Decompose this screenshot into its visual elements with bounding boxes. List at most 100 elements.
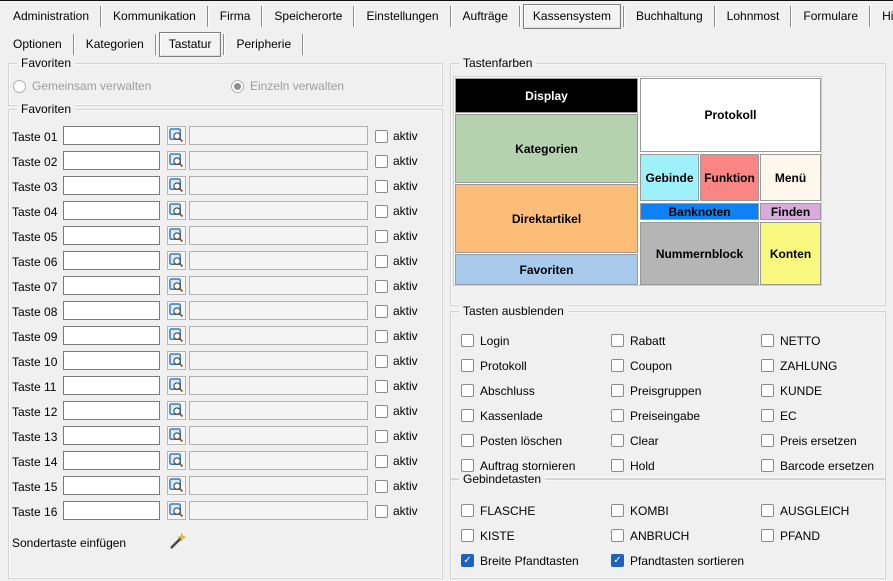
taste-09-aktiv-checkbox[interactable]	[375, 329, 388, 343]
taste-07-lookup-button[interactable]	[167, 276, 186, 295]
taste-12-input[interactable]	[63, 401, 160, 420]
tab-firma[interactable]: Firma	[219, 9, 251, 23]
taste-06-aktiv-checkbox[interactable]	[375, 254, 388, 268]
taste-07-input[interactable]	[63, 276, 160, 295]
taste-01-aktiv-checkbox[interactable]	[375, 129, 388, 143]
hide-coupon-checkbox[interactable]	[611, 359, 624, 372]
taste-05-lookup-button[interactable]	[167, 226, 186, 245]
hide-ec-checkbox[interactable]	[761, 409, 774, 422]
taste-10-aktiv-checkbox[interactable]	[375, 354, 388, 368]
taste-12-lookup-button[interactable]	[167, 401, 186, 420]
taste-15-aktiv-checkbox[interactable]	[375, 479, 388, 493]
taste-03-lookup-button[interactable]	[167, 176, 186, 195]
taste-02-input[interactable]	[63, 151, 160, 170]
taste-13-aktiv-checkbox[interactable]	[375, 429, 388, 443]
gebinde-ausgleich-checkbox[interactable]	[761, 504, 774, 517]
key-finden[interactable]: Finden	[760, 203, 821, 220]
taste-13-input[interactable]	[63, 426, 160, 445]
tab-peripherie[interactable]: Peripherie	[236, 37, 292, 51]
key-direktartikel[interactable]: Direktartikel	[455, 184, 638, 253]
tab-kassensystem[interactable]: Kassensystem	[522, 4, 621, 29]
taste-04-lookup-button[interactable]	[167, 201, 186, 220]
taste-15-lookup-button[interactable]	[167, 476, 186, 495]
key-menu[interactable]: Menü	[760, 154, 821, 201]
hide-preis-ersetzen-checkbox[interactable]	[761, 434, 774, 447]
hide-rabatt-checkbox[interactable]	[611, 334, 624, 347]
hide-clear-checkbox[interactable]	[611, 434, 624, 447]
gebinde-flasche-checkbox[interactable]	[461, 504, 474, 517]
taste-02-lookup-button[interactable]	[167, 151, 186, 170]
taste-16-input[interactable]	[63, 501, 160, 520]
tab-speicherorte[interactable]: Speicherorte	[274, 9, 343, 23]
taste-05-aktiv-checkbox[interactable]	[375, 229, 388, 243]
tab-tastatur[interactable]: Tastatur	[158, 32, 222, 57]
taste-14-input[interactable]	[63, 451, 160, 470]
taste-15-input[interactable]	[63, 476, 160, 495]
taste-01-lookup-button[interactable]	[167, 126, 186, 145]
taste-08-input[interactable]	[63, 301, 160, 320]
hide-kunde-checkbox[interactable]	[761, 384, 774, 397]
option-breite-pfandtasten-checkbox[interactable]: ✓	[461, 554, 474, 567]
taste-09-input[interactable]	[63, 326, 160, 345]
key-konten[interactable]: Konten	[760, 222, 821, 285]
hide-posten-löschen-checkbox[interactable]	[461, 434, 474, 447]
hide-kassenlade-checkbox[interactable]	[461, 409, 474, 422]
taste-06-input[interactable]	[63, 251, 160, 270]
taste-13-lookup-button[interactable]	[167, 426, 186, 445]
tab-lohnmost[interactable]: Lohnmost	[726, 9, 780, 23]
taste-08-aktiv-checkbox[interactable]	[375, 304, 388, 318]
taste-12-aktiv-checkbox[interactable]	[375, 404, 388, 418]
hide-zahlung-checkbox[interactable]	[761, 359, 774, 372]
hide-preiseingabe-checkbox[interactable]	[611, 409, 624, 422]
hide-login-checkbox[interactable]	[461, 334, 474, 347]
key-funktion[interactable]: Funktion	[700, 154, 759, 201]
tab-kategorien[interactable]: Kategorien	[85, 37, 144, 51]
taste-04-aktiv-checkbox[interactable]	[375, 204, 388, 218]
insert-special-key-button[interactable]	[167, 531, 188, 552]
tab-optionen[interactable]: Optionen	[13, 37, 62, 51]
hide-preisgruppen-checkbox[interactable]	[611, 384, 624, 397]
key-nummernblock[interactable]: Nummernblock	[640, 222, 759, 285]
key-display[interactable]: Display	[455, 78, 638, 113]
hide-netto-checkbox[interactable]	[761, 334, 774, 347]
taste-01-input[interactable]	[63, 126, 160, 145]
hide-hold-checkbox[interactable]	[611, 459, 624, 472]
tab-hilfstabellen[interactable]: Hilfstabellen	[882, 9, 893, 23]
tab-buchhaltung[interactable]: Buchhaltung	[635, 9, 703, 23]
taste-11-input[interactable]	[63, 376, 160, 395]
taste-02-aktiv-checkbox[interactable]	[375, 154, 388, 168]
tab-formulare[interactable]: Formulare	[803, 9, 859, 23]
hide-protokoll-checkbox[interactable]	[461, 359, 474, 372]
key-banknoten[interactable]: Banknoten	[640, 203, 759, 220]
taste-03-input[interactable]	[63, 176, 160, 195]
key-favoriten[interactable]: Favoriten	[455, 254, 638, 285]
tab-administration[interactable]: Administration	[13, 9, 90, 23]
key-protokoll[interactable]: Protokoll	[640, 78, 821, 152]
taste-09-lookup-button[interactable]	[167, 326, 186, 345]
option-pfandtasten-sortieren-checkbox[interactable]: ✓	[611, 554, 624, 567]
gebinde-pfand-checkbox[interactable]	[761, 529, 774, 542]
taste-07-aktiv-checkbox[interactable]	[375, 279, 388, 293]
hide-auftrag-stornieren-checkbox[interactable]	[461, 459, 474, 472]
taste-05-input[interactable]	[63, 226, 160, 245]
gebinde-anbruch-checkbox[interactable]	[611, 529, 624, 542]
taste-11-aktiv-checkbox[interactable]	[375, 379, 388, 393]
taste-16-aktiv-checkbox[interactable]	[375, 504, 388, 518]
taste-16-lookup-button[interactable]	[167, 501, 186, 520]
key-gebinde[interactable]: Gebinde	[640, 154, 699, 201]
gebinde-kombi-checkbox[interactable]	[611, 504, 624, 517]
key-kategorien[interactable]: Kategorien	[455, 114, 638, 183]
taste-08-lookup-button[interactable]	[167, 301, 186, 320]
tab-kommunikation[interactable]: Kommunikation	[113, 9, 196, 23]
taste-14-aktiv-checkbox[interactable]	[375, 454, 388, 468]
taste-06-lookup-button[interactable]	[167, 251, 186, 270]
tab-einstellungen[interactable]: Einstellungen	[366, 9, 439, 23]
taste-11-lookup-button[interactable]	[167, 376, 186, 395]
hide-barcode-ersetzen-checkbox[interactable]	[761, 459, 774, 472]
hide-abschluss-checkbox[interactable]	[461, 384, 474, 397]
taste-03-aktiv-checkbox[interactable]	[375, 179, 388, 193]
taste-10-lookup-button[interactable]	[167, 351, 186, 370]
taste-04-input[interactable]	[63, 201, 160, 220]
taste-14-lookup-button[interactable]	[167, 451, 186, 470]
gebinde-kiste-checkbox[interactable]	[461, 529, 474, 542]
